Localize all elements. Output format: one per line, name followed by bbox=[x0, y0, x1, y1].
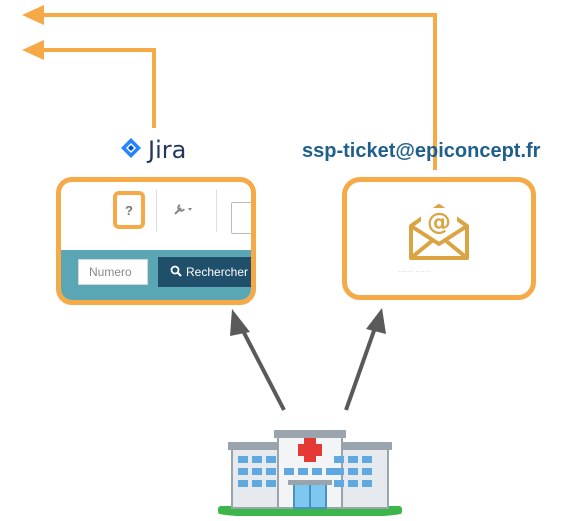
hospital-to-jira-head bbox=[230, 309, 250, 336]
ticket-number-input[interactable]: Numero bbox=[78, 259, 148, 285]
hospital-to-email-arrow bbox=[344, 324, 378, 411]
help-icon: ? bbox=[125, 202, 133, 218]
help-button[interactable]: ? bbox=[113, 191, 145, 229]
hospital-to-jira-arrow bbox=[238, 324, 286, 411]
hospital-to-email-head bbox=[366, 308, 386, 334]
jira-toolbar: ? bbox=[61, 182, 251, 250]
email-address: ssp-ticket@epiconcept.fr bbox=[302, 140, 541, 162]
email-arrow-head bbox=[22, 5, 44, 25]
jira-search-bar: Numero Rechercher bbox=[61, 250, 251, 300]
jira-arrow-head bbox=[22, 40, 44, 60]
jira-logo-text: Jira bbox=[148, 136, 187, 164]
toolbar-box[interactable] bbox=[231, 202, 251, 234]
jira-to-top-arrow bbox=[40, 48, 156, 128]
jira-logo-icon bbox=[120, 137, 142, 164]
wrench-icon[interactable] bbox=[173, 202, 195, 219]
search-button[interactable]: Rechercher bbox=[158, 257, 251, 287]
email-to-top-arrow bbox=[40, 13, 437, 170]
email-box: @ ...... ...... bbox=[342, 177, 536, 300]
jira-logo: Jira bbox=[120, 136, 186, 164]
toolbar-divider bbox=[216, 190, 217, 232]
jira-screenshot-box: ? Numero Rechercher bbox=[56, 177, 256, 305]
envelope-at-icon: @ bbox=[407, 200, 471, 267]
svg-text:@: @ bbox=[427, 208, 451, 236]
email-caption: ...... ...... bbox=[399, 268, 431, 274]
search-button-label: Rechercher bbox=[186, 265, 249, 279]
hospital-icon bbox=[218, 430, 402, 521]
toolbar-divider bbox=[156, 190, 157, 232]
search-icon bbox=[170, 265, 182, 280]
